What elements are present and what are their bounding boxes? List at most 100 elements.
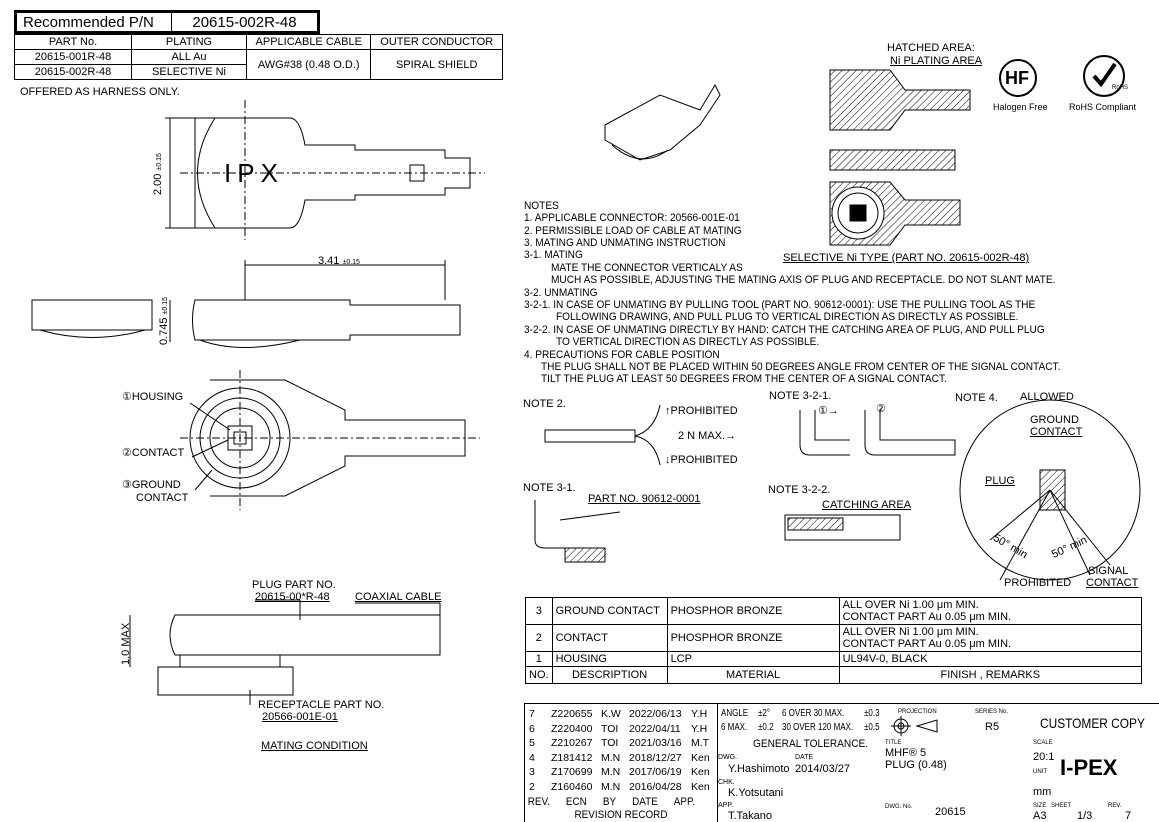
note4-circle [959, 399, 1141, 581]
col-part: PART No. [14, 34, 132, 50]
note2-figure [544, 404, 661, 466]
revision-cell: Ken [691, 780, 710, 793]
max-height-label: 1.0 MAX [120, 622, 132, 665]
rohs-logo-text: RoHS [1112, 85, 1129, 91]
prohibited-top: ↑PROHIBITED [665, 405, 738, 417]
note-line: MUCH AS POSSIBLE, ADJUSTING THE MATING A… [551, 274, 1056, 286]
revision-cell: 2016/04/28 [629, 780, 682, 793]
note-line: 4. PRECAUTIONS FOR CABLE POSITION [524, 349, 720, 361]
dim-value: 0.745 [158, 317, 170, 345]
size-value: A3 [1033, 810, 1047, 822]
rev-header: DATE [632, 796, 658, 808]
unit-value: mm [1033, 786, 1052, 798]
note321-label: NOTE 3-2-1. [769, 390, 832, 402]
rohs-compliant-label: RoHS Compliant [1069, 102, 1137, 112]
projection-symbol-icon [891, 716, 938, 736]
coax-label: COAXIAL CABLE [355, 591, 442, 603]
note-line: FOLLOWING DRAWING, AND PULL PLUG TO VERT… [556, 311, 1019, 323]
revision-cell: K.W [601, 708, 621, 720]
signal-label-2: CONTACT [1086, 577, 1139, 589]
finish-line: CONTACT PART Au 0.05 μm MIN. [842, 638, 1012, 650]
rev-header: REV. [527, 796, 550, 808]
app-label: APP. [718, 802, 734, 809]
hf-logo-text: HF [1005, 68, 1029, 88]
mat-header: NO. [525, 666, 553, 684]
size-label: SIZE [1033, 803, 1047, 809]
drawing-date: 2014/03/27 [795, 763, 851, 775]
note321-figure1 [799, 410, 850, 456]
step2-label: ② [876, 403, 886, 415]
note-line: 2. PERMISSIBLE LOAD OF CABLE AT MATING [524, 225, 742, 237]
note4-label: NOTE 4. [955, 392, 998, 404]
tol-range: 30 OVER 120 MAX. [782, 722, 854, 733]
revision-cell: Ken [691, 751, 710, 764]
revision-cell: Z170699 [551, 766, 593, 778]
dim-value: 2.00 [152, 173, 164, 195]
col-outer: OUTER CONDUCTOR [370, 34, 503, 50]
mat-header: MATERIAL [666, 666, 840, 684]
dim-tol: ±0.15 [156, 153, 163, 171]
revision-cell: Z220400 [551, 722, 593, 735]
mating-condition-title: MATING CONDITION [261, 740, 368, 752]
load-label: 2 N MAX.→ [678, 430, 737, 442]
note322-label: NOTE 3-2-2. [768, 484, 831, 496]
receptacle-label: RECEPTACLE PART NO. [258, 699, 385, 711]
mat-material: PHOSPHOR BRONZE [666, 624, 840, 652]
revision-cell: M.T [691, 737, 710, 749]
col-cable: APPLICABLE CABLE [245, 34, 372, 50]
mat-finish: ALL OVER Ni 1.00 μm MIN.CONTACT PART Au … [838, 624, 1143, 652]
chk-label: CHK. [718, 779, 735, 786]
label-contact: ②CONTACT [122, 447, 185, 459]
mat-header: FINISH , REMARKS [838, 666, 1143, 684]
revision-cell: 2021/03/16 [629, 737, 682, 749]
note-line: 3. MATING AND UNMATING INSTRUCTION [524, 237, 726, 249]
ni-plating-label: Ni PLATING AREA [890, 55, 983, 67]
note31-label: NOTE 3-1. [523, 482, 576, 494]
plug-part-no: 20615-00*R-48 [255, 591, 330, 603]
halogen-free-label: Halogen Free [993, 102, 1048, 112]
revision-cell: 2017/06/19 [629, 766, 682, 778]
ground-contact-label-2: CONTACT [1030, 426, 1083, 438]
mat-no: 3 [525, 597, 553, 625]
dwg-no-label: DWG. No. [885, 804, 913, 810]
finish-line: ALL OVER Ni 1.00 μm MIN. [842, 599, 979, 611]
note-line: 3-2-2. IN CASE OF UNMATING DIRECTLY BY H… [524, 324, 1045, 336]
note-line: TILT THE PLUG AT LEAST 50 DEGREES FROM T… [541, 373, 947, 385]
outer-cell: SPIRAL SHIELD [370, 49, 503, 80]
tol-value: ±0.3 [864, 708, 880, 719]
series-value: R5 [985, 721, 1000, 733]
side-view [31, 260, 461, 348]
revision-cell: 3 [529, 766, 535, 778]
title-label: TITLE [885, 740, 902, 746]
tol-6max: 6 MAX. [721, 722, 748, 733]
revision-cell: Z181412 [551, 751, 593, 764]
revision-cell: TOI [601, 737, 619, 749]
revision-cell: 5 [529, 737, 535, 749]
ground-contact-label: GROUND [1030, 414, 1079, 426]
allowed-label: ALLOWED [1020, 391, 1074, 403]
note-line: 3-2-1. IN CASE OF UNMATING BY PULLING TO… [524, 299, 1036, 311]
catching-area-label: CATCHING AREA [822, 499, 912, 511]
revision-cell: 2018/12/27 [629, 751, 682, 764]
sheet-label: SHEET [1051, 803, 1072, 809]
projection-label: PROJECTION [898, 709, 937, 715]
scale-label: SCALE [1033, 740, 1053, 746]
note-line: THE PLUG SHALL NOT BE PLACED WITHIN 50 D… [541, 361, 1061, 373]
halogen-free-logo [999, 59, 1037, 97]
mating-view [129, 599, 441, 705]
mat-finish: UL94V-0, BLACK [838, 651, 1143, 667]
dwg-label: DWG. [718, 754, 738, 761]
mat-material: PHOSPHOR BRONZE [666, 597, 840, 625]
revision-cell: M.N [601, 780, 621, 793]
revision-cell: Y.H [691, 708, 708, 720]
note-line: MATE THE CONNECTOR VERTICALY AS [551, 262, 743, 274]
prohibited-text: PROHIBITED [670, 405, 738, 417]
date-label: DATE [795, 754, 814, 761]
recommended-label: Recommended P/N [17, 13, 172, 31]
plug-part-label: PLUG PART NO. [252, 579, 336, 591]
note-line: 3-2. UNMATING [524, 287, 598, 299]
